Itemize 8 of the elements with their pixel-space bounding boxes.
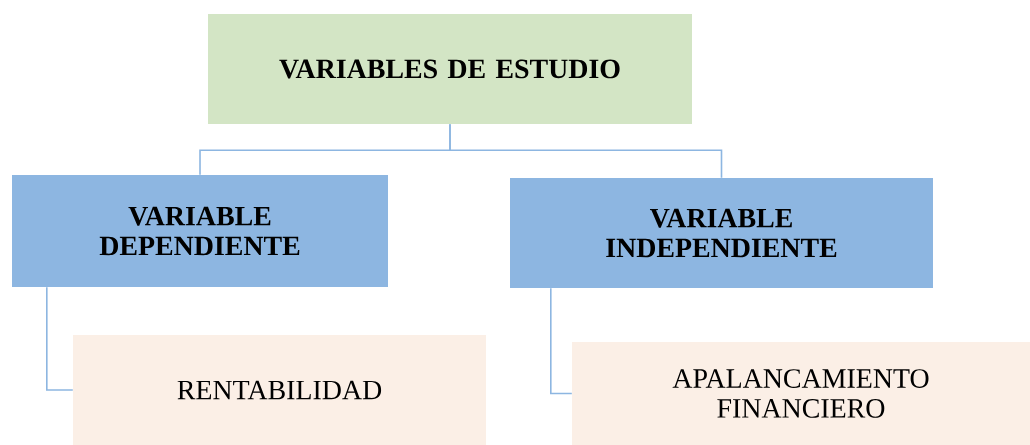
connector-line — [550, 287, 573, 395]
connector-line — [449, 123, 723, 179]
connector-line — [46, 286, 74, 391]
item-box: APALANCAMIENTO FINANCIERO — [572, 342, 1030, 445]
category-box: VARIABLE INDEPENDIENTE — [510, 178, 933, 288]
item-box: RENTABILIDAD — [73, 335, 486, 445]
title-box: VARIABLES DE ESTUDIO — [208, 14, 692, 124]
category-box: VARIABLE DEPENDIENTE — [12, 175, 388, 287]
